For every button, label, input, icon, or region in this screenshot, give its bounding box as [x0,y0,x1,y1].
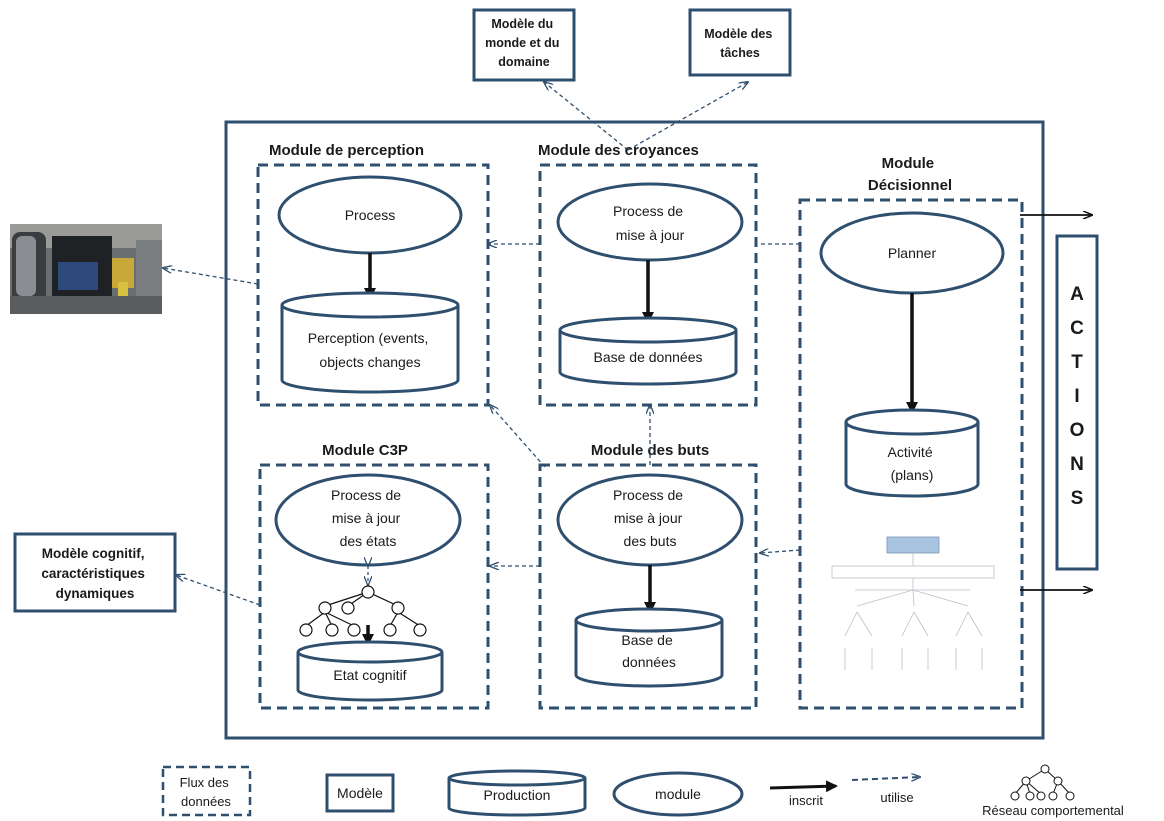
perception-db-line-1: Perception (events, [308,330,429,346]
module-c3p-title: Module C3P [322,442,408,459]
legend-flux-line-1: Flux des [180,775,230,790]
simulation-scene-image [10,224,162,314]
c3p-db-label: Etat cognitif [333,667,406,683]
agent-goal-tree-figure [831,536,995,670]
legend-modele-label: Modèle [337,785,383,801]
c3p-process-line-1: Process de [331,487,401,503]
legend-production: Production [447,769,587,817]
legend-module-label: module [655,786,701,802]
actions-letter: T [1071,352,1083,373]
module-decisionnel: Module Décisionnel Planner Activité (pla… [798,155,1024,710]
svg-text:Process de mise à jour: Process de mise à jour [613,203,687,243]
buts-process-line-2: mise à jour [614,510,683,526]
model-taches-line-1: Modèle des [704,27,772,41]
svg-text:Process de mise à jour: Process de mise à jour des buts [613,487,687,549]
model-cognitif-line-2: caractéristiques [41,566,145,581]
legend-reseau: Réseau comportemental [982,764,1124,818]
module-decisionnel-title-line-2: Décisionnel [868,177,952,194]
module-buts: Module des buts Process de mise à jour d… [538,442,758,710]
legend-utilise: utilise [851,777,920,805]
model-cognitif-line-3: dynamiques [56,586,135,601]
svg-text:Modèle des tâches: Modèle des tâches [704,27,776,60]
module-croyances-title: Module des croyances [538,142,699,159]
actions-letter: C [1070,318,1084,339]
legend-modele: Modèle [325,773,395,813]
svg-text:Activité (plans): Activité (plans) [887,444,936,483]
svg-text:Process de mise à jour: Process de mise à jour des états [331,487,405,549]
model-monde-box: Modèle du monde et du domaine [472,8,576,82]
uses-arrow-perception-to-scene [163,268,259,285]
buts-process-line-1: Process de [613,487,683,503]
module-c3p: Module C3P Process de mise à jour des ét… [258,442,490,710]
uses-arrow-decisionnel-to-buts [760,550,801,553]
legend: Flux des données Modèle Production modul… [161,764,1124,818]
legend-utilise-label: utilise [880,790,913,805]
svg-text:Modèle du monde et du: Modèle du monde et du domaine [485,17,563,69]
legend-flux: Flux des données [161,765,252,817]
behavior-network-icon [299,585,427,637]
c3p-process-line-3: des états [340,533,397,549]
buts-db-line-1: Base de [621,632,673,648]
perception-process-label: Process [345,207,396,223]
model-monde-line-2: monde et du [485,36,559,50]
legend-inscrit: inscrit [769,780,838,808]
svg-text:Base de données: Base de données [621,632,676,670]
svg-text:Perception (events, obje: Perception (events, objects changes [308,330,433,370]
uses-arrow-croyances-to-monde [544,82,629,151]
c3p-process-line-2: mise à jour [332,510,401,526]
legend-inscrit-label: inscrit [789,793,823,808]
module-croyances: Module des croyances Process de mise à j… [538,142,758,407]
module-perception: Module de perception Process Perception … [256,142,490,407]
actions-letter: I [1074,386,1079,407]
actions-letter: O [1070,420,1085,441]
decisionnel-db-line-1: Activité [887,444,932,460]
svg-text:Module Décisionnel: Module Décisionnel [868,155,952,194]
uses-arrow-croyances-to-taches [627,82,748,151]
model-cognitif-box: Modèle cognitif, caractéristiques dynami… [13,532,177,613]
svg-text:Flux des données: Flux des données [180,775,233,809]
model-monde-line-1: Modèle du [491,17,553,31]
perception-db-line-2: objects changes [319,354,420,370]
actions-letter: A [1070,284,1084,305]
buts-process-line-3: des buts [624,533,677,549]
uses-arrow-buts-to-perception [490,405,546,468]
decisionnel-process-label: Planner [888,245,937,261]
croyances-db-label: Base de données [594,349,703,365]
actions-letter: N [1070,454,1084,475]
legend-behavior-network-icon [1010,764,1075,801]
model-taches-line-2: tâches [720,46,760,60]
legend-module: module [612,771,744,817]
legend-reseau-label: Réseau comportemental [982,803,1124,818]
module-decisionnel-title-line-1: Module [882,155,935,172]
model-cognitif-line-1: Modèle cognitif, [42,546,145,561]
agent-frame [224,120,1045,740]
decisionnel-db-line-2: (plans) [891,467,934,483]
actions-letter: S [1071,488,1084,509]
model-monde-line-3: domaine [498,55,549,69]
legend-production-label: Production [484,787,551,803]
svg-text:Modèle cognitif, caracté: Modèle cognitif, caractéristiques dynami… [41,546,148,601]
croyances-process-line-2: mise à jour [616,227,685,243]
croyances-process-line-1: Process de [613,203,683,219]
module-perception-title: Module de perception [269,142,424,159]
model-taches-box: Modèle des tâches [688,8,792,77]
buts-db-line-2: données [622,654,676,670]
uses-arrow-c3p-to-cognitif [176,575,261,606]
legend-flux-line-2: données [181,794,231,809]
